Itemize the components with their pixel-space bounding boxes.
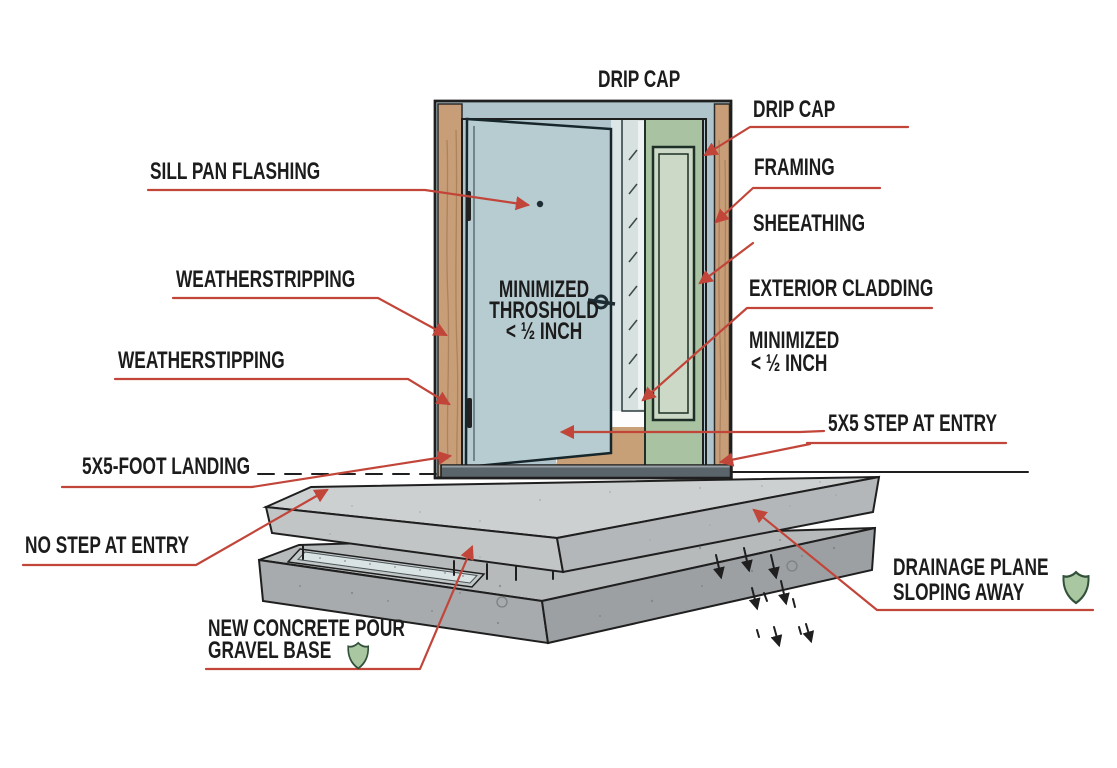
door-jamb-strip [611,119,622,411]
leader-landing [60,450,453,489]
leader-step-at-entry-1 [559,424,826,440]
label-weatherstripping-lower: WEATHERSTIPPING [118,347,285,374]
door-handle-icon [587,294,616,310]
threshold [440,464,733,479]
door-assembly [433,99,733,480]
label-drainage-1: DRAINAGE PLANE [893,554,1049,581]
leader-framing [714,186,882,224]
anchor-pins [302,544,554,581]
leader-weatherstripping-upper [171,296,448,337]
glass-strip [621,118,646,412]
label-door-threshold-3: < ½ INCH [505,318,583,345]
leader-sheathing [698,241,755,285]
label-drip-cap-right: DRIP CAP [753,96,836,123]
leader-weatherstripping-lower [113,377,451,406]
door-leaf [464,117,616,469]
label-framing: FRAMING [754,154,835,181]
label-new-concrete-1: NEW CONCRETE POUR [208,615,405,642]
label-exterior-cladding: EXTERIOR CLADDING [749,275,934,302]
leader-drainage [752,508,1095,612]
label-landing: 5X5-FOOT LANDING [82,453,251,480]
label-door-threshold-1: MINIMIZED [498,276,590,303]
label-no-step: NO STEP AT ENTRY [25,532,190,559]
hinge-icon [466,191,472,428]
wood-framing [437,103,731,478]
label-sheathing: SHEEATHING [753,210,866,237]
concrete-speckles [329,481,837,558]
leader-lines [21,125,1095,671]
label-door-threshold-2: THROSHOLD [489,297,599,324]
gravel-tray [286,548,486,588]
label-drainage-2: SLOPING AWAY [893,579,1025,606]
label-sill-pan: SILL PAN FLASHING [150,158,321,185]
leader-new-concrete [204,545,474,671]
leader-sill-pan [146,188,531,211]
leader-step-at-entry-2 [718,442,812,467]
label-drip-cap-top: DRIP CAP [598,66,681,93]
label-step-at-entry: 5X5 STEP AT ENTRY [828,410,998,437]
drainage-arrows [713,547,815,648]
peephole-icon [536,200,544,208]
shield-icon [347,642,370,670]
leader-no-step [21,488,329,567]
label-minimized-right-1: MINIMIZED [749,327,840,354]
shield-icon [1062,571,1090,605]
leader-exterior-cladding [641,306,934,402]
label-new-concrete-2: GRAVEL BASE [208,637,332,664]
upper-slab [262,475,881,574]
sidelite-panel [644,118,704,467]
label-weatherstripping-upper: WEATHERSTRIPPING [176,266,356,293]
leader-drip-cap [703,125,910,157]
label-minimized-right-2: < ½ INCH [751,350,828,377]
